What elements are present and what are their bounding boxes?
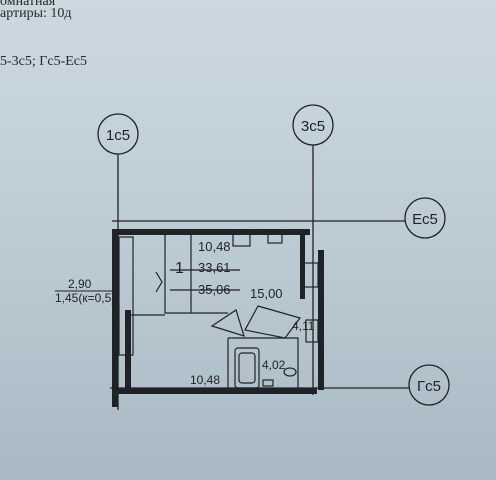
axis-label-3c5: 3с5 [301,118,325,135]
axis-label-ec5: Ес5 [412,211,438,228]
balcony-door-mark [155,271,163,293]
shaft-upper [303,262,319,288]
balcony-area: 2,90 [68,277,92,291]
bathtub-inner [238,352,256,384]
room-area: 10,48 [190,373,220,387]
axis-label-gc5: Гс5 [417,378,441,395]
washbasin [262,379,274,387]
room-count: 1 [175,260,184,277]
balcony-strip [118,236,134,356]
sink [267,230,283,244]
outer-walls [112,229,324,407]
kitchen-door-swing [210,309,245,337]
bath-area: 4,02 [262,358,286,372]
header-line-type: омнатная [0,0,56,9]
header-line-axes: 5-3с5; Гс5-Ес5 [0,54,88,69]
bathroom-outline [228,337,299,390]
axis-label-1c5: 1с5 [106,127,130,144]
shaft-lower [305,319,319,343]
header-line-flats: артиры: 10д [0,6,72,21]
entry-door-swing [244,305,302,339]
total-area-1: 33,61 [198,260,231,275]
toilet [283,367,297,377]
axis-bubble-ec5 [404,197,446,239]
partition-room-kitchen [164,235,228,314]
living-area: 10,48 [198,239,231,254]
hall-area: 4,11 [292,319,315,333]
bathtub [234,347,260,389]
balcony-coef: 1,45(к=0,5) [55,291,115,305]
total-area-2: 35,06 [198,282,231,297]
stove [232,230,251,247]
axis-bubble-gc5 [408,364,450,406]
kitchen-area: 15,00 [250,286,283,301]
